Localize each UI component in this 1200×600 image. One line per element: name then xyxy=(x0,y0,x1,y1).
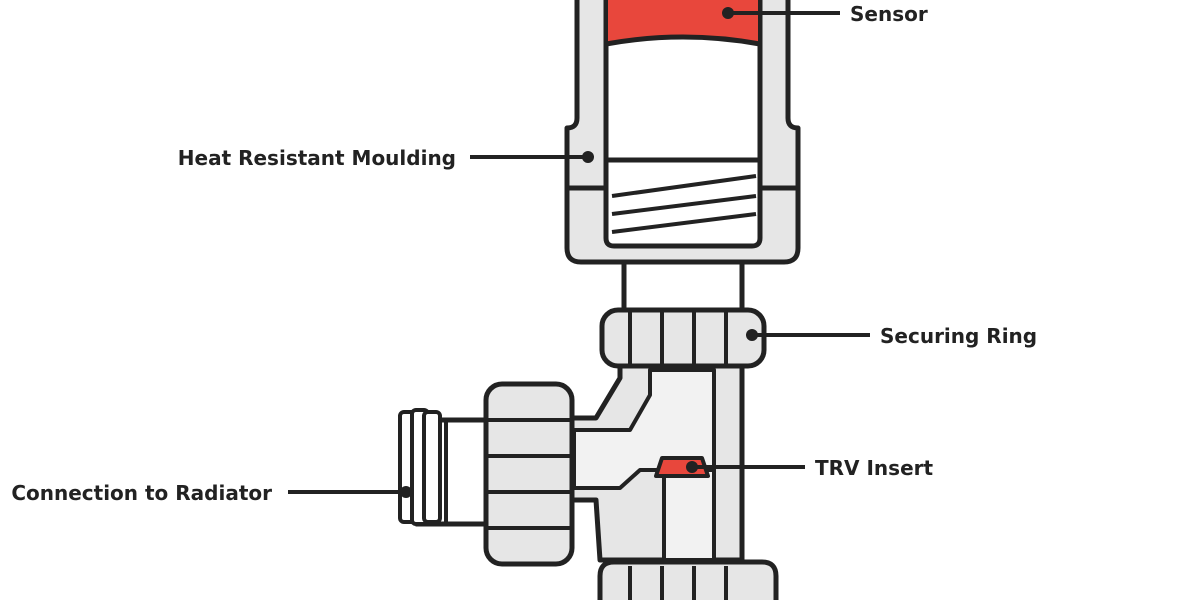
tail-thread-3 xyxy=(422,410,442,524)
label-sensor: Sensor xyxy=(850,2,928,26)
leader-connection-to-radiator xyxy=(288,486,412,498)
leader-heat-resistant-moulding xyxy=(470,151,594,163)
passage-inner xyxy=(572,368,716,562)
inner-chamber xyxy=(603,0,763,249)
label-securing-ring: Securing Ring xyxy=(880,324,1037,348)
bottom-nut xyxy=(597,559,779,600)
spring-line-2 xyxy=(611,194,757,216)
spring xyxy=(606,157,760,234)
valve-body xyxy=(569,362,745,563)
leader-sensor xyxy=(722,7,840,19)
leader-trv-insert xyxy=(686,461,805,473)
label-trv-insert: TRV Insert xyxy=(815,456,933,480)
bottom-nut-body xyxy=(597,559,779,600)
securing-ring xyxy=(599,307,767,369)
radiator-nut xyxy=(483,381,575,567)
sensor xyxy=(605,0,761,47)
spring-line-1 xyxy=(611,174,757,198)
label-connection-to-radiator: Connection to Radiator xyxy=(11,481,272,505)
label-heat-resistant-moulding: Heat Resistant Moulding xyxy=(178,146,456,170)
radiator-tail xyxy=(398,408,489,527)
leader-securing-ring xyxy=(746,329,870,341)
sensor-dome xyxy=(608,0,758,42)
ring-body xyxy=(599,307,767,369)
stem-neck xyxy=(621,259,745,313)
neck xyxy=(621,259,745,313)
sensor-bottom-line xyxy=(605,34,761,47)
nut-body xyxy=(483,381,575,567)
chamber-inner xyxy=(603,0,763,249)
spring-line-3 xyxy=(611,212,757,234)
